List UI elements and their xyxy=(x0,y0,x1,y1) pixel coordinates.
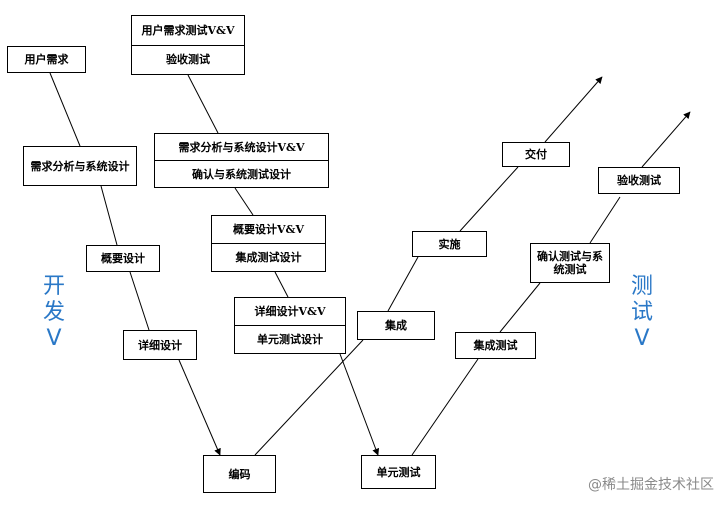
line-vv-2 xyxy=(234,187,254,216)
box-vv-requirements: 需求分析与系统设计V&V 确认与系统测试设计 xyxy=(154,133,329,188)
box-integration: 集成 xyxy=(357,311,435,340)
label-test-char-3: V xyxy=(634,326,650,351)
box-unit-test: 单元测试 xyxy=(361,455,436,489)
vv-detail-bottom: 单元测试设计 xyxy=(235,325,345,353)
vv-user-requirements-bottom: 验收测试 xyxy=(132,44,244,75)
box-coding: 编码 xyxy=(203,455,276,493)
box-vv-user-requirements: 用户需求测试V&V 验收测试 xyxy=(131,15,245,75)
label-dev-char-1: 开 xyxy=(42,274,65,299)
box-vv-detail: 详细设计V&V 单元测试设计 xyxy=(234,297,346,354)
line-dev-2 xyxy=(100,185,118,246)
label-testing-v: 测 试 V xyxy=(627,274,657,352)
box-acceptance-test-right: 验收测试 xyxy=(598,167,680,194)
line-dev-3 xyxy=(129,271,150,331)
watermark-text: @稀土掘金技术社区 xyxy=(588,477,714,493)
box-implementation: 实施 xyxy=(412,231,487,257)
line-vv-3 xyxy=(274,271,289,298)
label-development-v: 开 发 V xyxy=(39,274,69,352)
box-acceptance-system-test: 确认测试与系统测试 xyxy=(530,243,610,283)
line-rise-1 xyxy=(254,339,364,456)
line-test-3 xyxy=(589,196,621,244)
label-dev-char-3: V xyxy=(46,326,62,351)
line-dev-4 xyxy=(178,359,221,456)
box-outline-design: 概要设计 xyxy=(86,245,160,272)
line-vv-1 xyxy=(187,74,219,134)
box-requirements-analysis: 需求分析与系统设计 xyxy=(23,146,137,186)
box-delivery: 交付 xyxy=(502,142,570,167)
line-dev-1 xyxy=(49,72,81,147)
box-vv-outline: 概要设计V&V 集成测试设计 xyxy=(211,215,326,272)
label-test-char-2: 试 xyxy=(630,300,653,325)
label-test-char-1: 测 xyxy=(630,274,653,299)
line-rise-2 xyxy=(387,256,419,312)
line-rise-4 xyxy=(544,76,603,143)
vv-requirements-bottom: 确认与系统测试设计 xyxy=(155,160,328,187)
vv-detail-top: 详细设计V&V xyxy=(254,305,326,318)
vv-requirements-top: 需求分析与系统设计V&V xyxy=(178,140,305,154)
box-user-requirements: 用户需求 xyxy=(7,46,86,73)
line-test-4 xyxy=(641,111,691,168)
vv-user-requirements-top: 用户需求测试V&V xyxy=(141,23,235,37)
line-vv-4 xyxy=(339,353,380,456)
line-test-1 xyxy=(411,358,479,456)
vv-outline-top: 概要设计V&V xyxy=(232,223,304,236)
label-dev-char-2: 发 xyxy=(42,300,65,325)
box-integration-test: 集成测试 xyxy=(455,332,536,359)
box-detailed-design: 详细设计 xyxy=(123,330,197,360)
vv-outline-bottom: 集成测试设计 xyxy=(212,243,325,271)
line-test-2 xyxy=(499,282,541,333)
line-rise-3 xyxy=(459,166,519,232)
